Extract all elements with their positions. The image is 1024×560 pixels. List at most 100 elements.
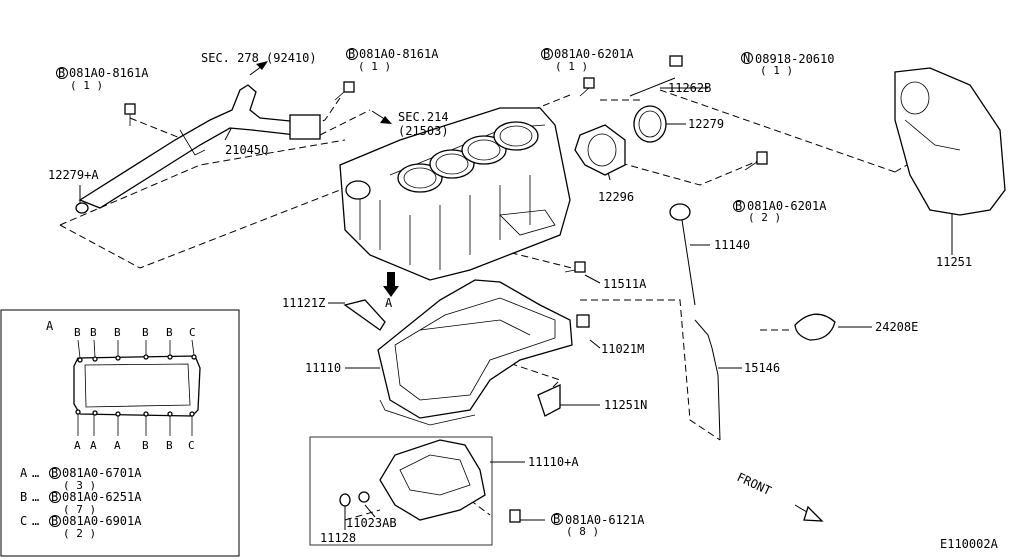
arrow-sec-278 (249, 61, 268, 76)
part-label-24208e: 24208E (875, 320, 918, 334)
part-label-11110a: 11110+A (528, 455, 579, 469)
sec-214-label: SEC.214 (398, 110, 449, 124)
inset-top-letter: C (189, 326, 196, 339)
oil-pan-upper-11110 (377, 279, 573, 426)
inset-top-letter: B (114, 326, 121, 339)
fastener-qty: ( 1 ) (555, 60, 588, 73)
fastener-code: 081A0-8161A (69, 66, 149, 80)
strainer-11121z (343, 299, 386, 331)
legend-code: 081A0-6701A (62, 466, 142, 480)
water-pipe-21045q (75, 84, 321, 214)
fastener-prefix: N (743, 51, 750, 65)
part-label-11121z: 11121Z (282, 296, 325, 310)
fastener-prefix: B (58, 66, 65, 80)
inset-bottom-letter: A (90, 439, 97, 452)
fastener-prefix: B (553, 512, 560, 526)
dipstick-guide-15146 (694, 319, 721, 441)
oil-pan-lower-11110a (309, 436, 493, 546)
part-label-11110: 11110 (305, 361, 341, 375)
cylinder-block (339, 107, 571, 281)
bolt-icon (509, 509, 521, 523)
part-label-12279a: 12279+A (48, 168, 99, 182)
inset-bottom-letter: B (142, 439, 149, 452)
fastener-prefix: B (735, 199, 742, 213)
view-arrow-letter: A (385, 296, 393, 310)
legend-code: 081A0-6251A (62, 490, 142, 504)
inset-bottom-letter: A (114, 439, 121, 452)
fastener-prefix: B (543, 47, 550, 61)
fastener-code: 081A0-6201A (747, 199, 827, 213)
legend-prefix: B (51, 490, 58, 504)
bolt-icon (334, 81, 355, 101)
fastener-code: 08918-20610 (755, 52, 834, 66)
view-a-inset (0, 309, 240, 557)
part-label-11262b: 11262B (668, 81, 711, 95)
fastener-code: 081A0-8161A (359, 47, 439, 61)
part-label-11128: 11128 (320, 531, 356, 545)
legend-qty: ( 7 ) (63, 503, 96, 516)
inset-bottom-letter: B (166, 439, 173, 452)
figure-id: E110002A (940, 537, 999, 551)
inset-leaders (77, 339, 195, 436)
inset-bottom-letter: A (74, 439, 81, 452)
bolt-icon (669, 55, 683, 67)
sec-214-sub-label: (21503) (398, 124, 449, 138)
fastener-qty: ( 2 ) (748, 211, 781, 224)
stud-11262b (629, 77, 676, 97)
text-labels: SEC. 278 (92410) SEC.214 (21503) B 081A0… (20, 47, 999, 551)
inset-top-letter: B (166, 326, 173, 339)
part-label-11511a: 11511A (603, 277, 647, 291)
legend-qty: ( 3 ) (63, 479, 96, 492)
front-arrow-icon (794, 504, 824, 522)
legend-dots: … (32, 466, 39, 480)
bolt-icon (564, 261, 586, 273)
seal-12279 (633, 105, 667, 143)
legend-key: A (20, 466, 28, 480)
view-arrow-a (383, 272, 399, 297)
legend-prefix: B (51, 514, 58, 528)
clip-24208e (794, 313, 836, 341)
inset-title: A (46, 319, 54, 333)
bolt-icon (744, 151, 768, 171)
legend-qty: ( 2 ) (63, 527, 96, 540)
fastener-prefix: B (348, 47, 355, 61)
legend-key: B (20, 490, 27, 504)
legend-key: C (20, 514, 27, 528)
part-label-11251n: 11251N (604, 398, 647, 412)
part-label-11251: 11251 (936, 255, 972, 269)
circle-marker-icons (49, 48, 753, 527)
drain-plug-11021m (576, 314, 590, 328)
inset-top-letter: B (90, 326, 97, 339)
part-label-11023ab: 11023AB (346, 516, 397, 530)
front-label: FRONT (735, 470, 774, 498)
bolt-icon (124, 103, 136, 126)
fastener-qty: ( 1 ) (70, 79, 103, 92)
dipstick-11140 (669, 203, 696, 306)
part-label-12296: 12296 (598, 190, 634, 204)
fastener-qty: ( 8 ) (566, 525, 599, 538)
fastener-qty: ( 1 ) (358, 60, 391, 73)
rear-plate-11251 (894, 67, 1006, 216)
legend-prefix: B (51, 466, 58, 480)
inset-bottom-letter: C (188, 439, 195, 452)
drain-plug-11128 (339, 493, 351, 507)
fastener-qty: ( 1 ) (760, 64, 793, 77)
legend-dots: … (32, 514, 39, 528)
retainer-12296 (574, 124, 626, 176)
part-label-21045q: 21045Q (225, 143, 268, 157)
fastener-code: 081A0-6121A (565, 513, 645, 527)
washer-11023ab (358, 491, 370, 503)
bolt-icon (579, 77, 595, 97)
o-ring-12279a (75, 202, 89, 214)
arrow-sec-214 (371, 110, 392, 124)
part-label-15146: 15146 (744, 361, 780, 375)
legend-dots: … (32, 490, 39, 504)
baffle-11251n (537, 383, 561, 417)
legend-code: 081A0-6901A (62, 514, 142, 528)
part-label-12279: 12279 (688, 117, 724, 131)
inset-top-letter: B (74, 326, 81, 339)
inset-top-letter: B (142, 326, 149, 339)
sec-278-label: SEC. 278 (92410) (201, 51, 317, 65)
part-label-11021m: 11021M (601, 342, 644, 356)
